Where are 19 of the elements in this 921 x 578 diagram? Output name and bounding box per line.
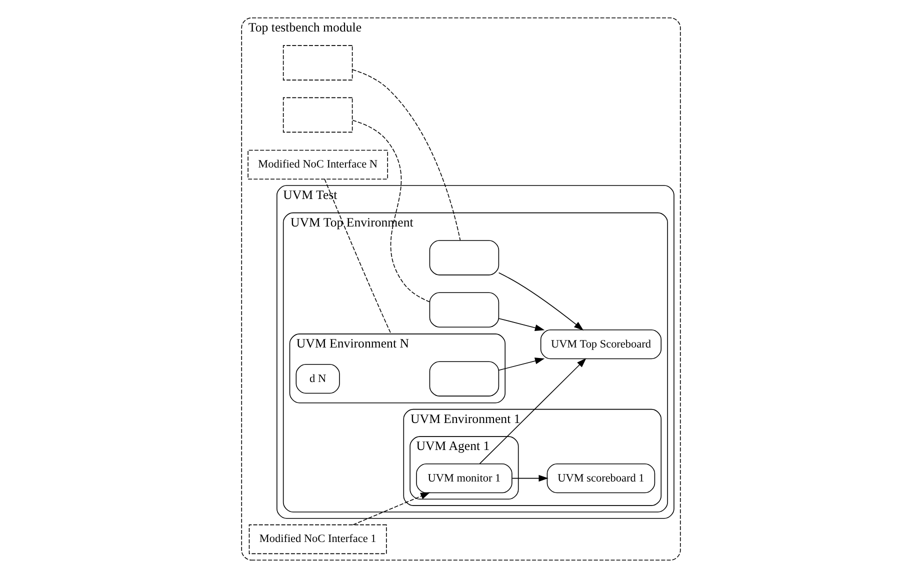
arrow (498, 272, 584, 331)
node-box (428, 292, 499, 328)
node-box: UVM Top Scoreboard (540, 330, 662, 360)
connector (324, 178, 391, 334)
node-box (428, 240, 499, 276)
node-box: UVM monitor 1 (416, 463, 512, 494)
node-box: d N (295, 364, 340, 394)
node-box (428, 361, 499, 396)
node-box: UVM scoreboard 1 (546, 463, 655, 494)
connector (352, 69, 460, 241)
node-box (282, 45, 352, 80)
node-box: Modified NoC Interface 1 (248, 524, 386, 554)
node-box: Modified NoC Interface N (247, 150, 388, 180)
arrow (511, 474, 548, 482)
connector (352, 120, 430, 302)
arrow (498, 318, 544, 332)
arrow (478, 358, 586, 464)
arrow (498, 358, 544, 371)
node-box (282, 97, 352, 133)
